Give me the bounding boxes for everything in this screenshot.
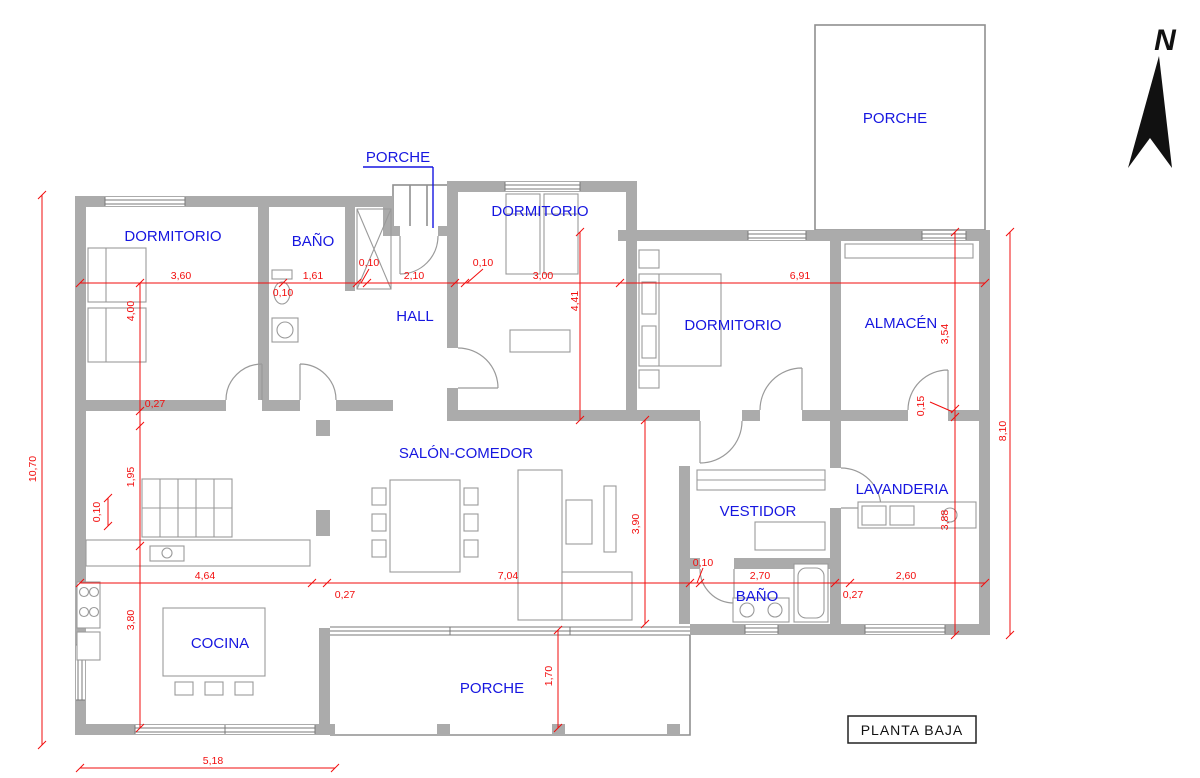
dim-3-88: 3,88 xyxy=(939,510,951,531)
room-label-lavanderia: LAVANDERIA xyxy=(856,481,949,498)
dim-0-27-a: 0,27 xyxy=(145,398,166,410)
room-label-dormitorio-2: DORMITORIO xyxy=(491,203,588,220)
north-label: N xyxy=(1154,24,1177,57)
dim-0-10-c: 0,10 xyxy=(273,287,294,299)
room-label-porche-delantero: PORCHE xyxy=(460,680,524,697)
dim-2-70: 2,70 xyxy=(750,570,771,582)
room-label-hall: HALL xyxy=(396,308,434,325)
dim-6-91: 6,91 xyxy=(790,270,811,282)
dim-1-61: 1,61 xyxy=(303,270,324,282)
dim-2-10: 2,10 xyxy=(404,270,425,282)
dim-10-70: 10,70 xyxy=(27,456,39,482)
dim-0-10-d: 0,10 xyxy=(91,502,103,523)
dim-3-60: 3,60 xyxy=(171,270,192,282)
dim-4-64: 4,64 xyxy=(195,570,216,582)
dimension-lines xyxy=(37,190,1015,773)
room-label-almacen: ALMACÉN xyxy=(865,315,938,332)
room-label-salon-comedor: SALÓN-COMEDOR xyxy=(399,445,533,462)
dim-4-00: 4,00 xyxy=(125,301,137,322)
doors xyxy=(225,235,949,604)
dim-0-10-e: 0,10 xyxy=(693,557,714,569)
dim-0-27-c: 0,27 xyxy=(843,589,864,601)
dim-0-10-a: 0,10 xyxy=(359,257,380,269)
dim-2-60: 2,60 xyxy=(896,570,917,582)
dimension-labels: 3,60 1,61 0,10 2,10 0,10 3,00 6,91 0,10 … xyxy=(27,257,1009,767)
north-arrow: N xyxy=(1128,24,1177,168)
dim-3-54: 3,54 xyxy=(939,324,951,345)
dim-1-95: 1,95 xyxy=(125,467,137,488)
furniture xyxy=(76,193,977,696)
title-box: PLANTA BAJA xyxy=(847,715,977,744)
room-label-dormitorio-3: DORMITORIO xyxy=(684,317,781,334)
room-label-bano-2: BAÑO xyxy=(736,588,779,605)
room-label-vestidor: VESTIDOR xyxy=(720,503,797,520)
dim-8-10: 8,10 xyxy=(997,421,1009,442)
wall-openings xyxy=(76,182,966,734)
room-label-porche-trasero: PORCHE xyxy=(863,110,927,127)
room-label-dormitorio-1: DORMITORIO xyxy=(124,228,221,245)
dim-7-04: 7,04 xyxy=(498,570,519,582)
dim-0-15: 0,15 xyxy=(915,396,927,417)
dim-3-90: 3,90 xyxy=(630,514,642,535)
room-label-bano-1: BAÑO xyxy=(292,233,335,250)
dim-3-80: 3,80 xyxy=(125,610,137,631)
dim-3-00: 3,00 xyxy=(533,270,554,282)
dim-0-10-b: 0,10 xyxy=(473,257,494,269)
room-labels: PORCHE PORCHE DORMITORIO BAÑO DORMITORIO… xyxy=(124,110,948,697)
north-arrow-icon xyxy=(1128,56,1172,168)
dim-5-18: 5,18 xyxy=(203,755,224,767)
dim-0-27-b: 0,27 xyxy=(335,589,356,601)
dim-4-41: 4,41 xyxy=(569,291,581,312)
windows xyxy=(76,182,967,734)
room-label-cocina: COCINA xyxy=(191,635,249,652)
plan-title: PLANTA BAJA xyxy=(861,722,964,738)
room-label-porche-entrada: PORCHE xyxy=(366,149,430,166)
dim-1-70: 1,70 xyxy=(543,666,555,687)
